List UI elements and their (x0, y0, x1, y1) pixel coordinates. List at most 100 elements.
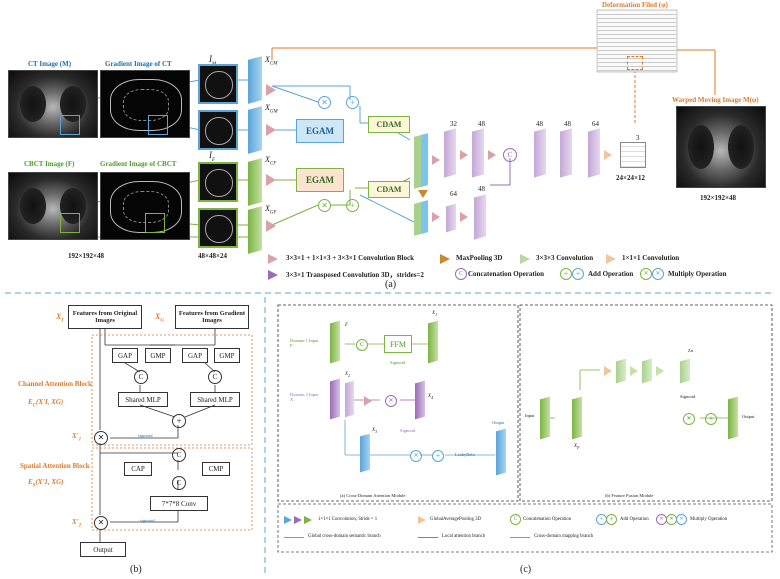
sigmoid-label-1: sigmoid (138, 433, 153, 438)
sub-caption-a: (a) Cross-Domain Attention Module (340, 493, 406, 498)
x-gm-label: XGM (265, 103, 278, 115)
legend-multiply-icon: ✕ (640, 268, 652, 280)
domain1-block (330, 320, 340, 364)
maxpool-arrow-icon (418, 190, 428, 198)
f-label: F (345, 323, 349, 328)
concat-icon: C (134, 370, 148, 384)
feature-block-gf (248, 206, 262, 254)
caption-b: (b) (130, 564, 142, 575)
add-icon: + (346, 199, 359, 212)
x3-label-c: X3 (372, 428, 378, 434)
grad-ct-roi-box (148, 115, 168, 135)
legend-conv111: 1×1×1 Convolution (622, 254, 680, 262)
channel-attention-title: Channel Attention Block (18, 380, 92, 388)
legend-transposed-icon (268, 270, 278, 280)
output-label-c: Output (492, 420, 505, 425)
cbct-image (8, 172, 98, 240)
sigmoid-label-2: sigmoid (140, 518, 155, 523)
shared-mlp-box-1: Shared MLP (118, 392, 168, 407)
patch-size-label: 48×48×24 (198, 252, 227, 260)
concat-icon: C (172, 448, 186, 462)
leakyrelu-label: LeakyRelu (455, 452, 475, 457)
output-box: Output (80, 542, 126, 557)
input-size-label: 192×192×48 (68, 252, 104, 260)
x-cm-label: XCM (265, 55, 278, 67)
feature-block-gm (248, 106, 262, 154)
legend-conv111-icon (606, 254, 616, 264)
multiply-icon: ✕ (385, 395, 397, 407)
arrow-icon (432, 155, 440, 165)
arrow-icon (460, 212, 468, 222)
caption-a: (a) (385, 279, 397, 290)
sub-caption-b: (b) Feature Fusion Module (605, 493, 654, 498)
grid-size-label: 24×24×12 (616, 174, 645, 182)
channel-48a-label: 48 (478, 120, 485, 128)
legend-c-gap: GlobalAveragePooling 3D (430, 517, 481, 522)
arrow-icon (460, 150, 468, 160)
caption-c: (c) (520, 564, 532, 575)
legend-maxpool: MaxPooling 3D (456, 254, 503, 262)
cap-box: CAP (124, 462, 152, 476)
decoder-block-64b (446, 203, 456, 233)
xf-block (572, 396, 582, 440)
x4-block (415, 380, 425, 420)
output-label-ffm: Output (742, 414, 755, 419)
gap-box-1: GAP (112, 348, 138, 363)
legend-multiply: Multiply Operation (668, 270, 727, 278)
pooled-feature-block (414, 200, 428, 236)
zn-label: Zn (688, 348, 693, 353)
arrow-icon (266, 124, 276, 136)
legend-add: Add Operation (588, 270, 634, 278)
egam-block-cbct: EGAM (296, 168, 344, 192)
gradient-ct-label: Gradient Image of CT (105, 60, 172, 68)
deformation-field (598, 11, 676, 71)
sigmoid-label-c1: Sigmoid (390, 360, 406, 365)
deformation-roi-box (627, 56, 643, 70)
spatial-attention-title: Spatial Attention Block (20, 462, 90, 470)
patch-grad-cbct (198, 208, 238, 248)
patch-ct (198, 64, 238, 104)
legend-c-local: Local attention branch (442, 534, 486, 539)
legend-conv-block-icon (268, 254, 278, 264)
multiply-icon: ✕ (94, 516, 108, 530)
arrow-icon (630, 366, 638, 376)
cbct-image-label: CBCT Image (F) (24, 160, 75, 168)
patch-grad-ct (198, 110, 238, 150)
legend-c-global: Global cross-domain semantic branch (308, 534, 381, 539)
if-label: IF (209, 150, 216, 163)
x-cf-label: XCF (265, 155, 277, 167)
channel-3-label: 3 (636, 134, 640, 142)
add-icon: + (432, 450, 444, 462)
channel-48c-label: 48 (564, 120, 571, 128)
ffm-box: FFM (384, 335, 412, 353)
channel-32-label: 32 (450, 120, 457, 128)
multiply-icon: ✕ (94, 431, 108, 445)
warped-image (676, 106, 766, 188)
concat-icon: C (503, 148, 517, 162)
ffm-block-3 (680, 358, 690, 384)
multiply-icon: ✕ (318, 199, 331, 212)
legend-c-conv: 1×1×1 Convolution, Stride = 1 (318, 517, 378, 522)
x1-label-c: X1 (432, 311, 438, 317)
legend-local-line (418, 537, 438, 538)
multiply-icon: ✕ (683, 413, 695, 425)
x3-block (360, 433, 370, 473)
gap-box-2: GAP (182, 348, 208, 363)
domain2-label: Domain 2 Input X (290, 392, 319, 403)
arrow-icon (488, 150, 496, 160)
add-icon: + (346, 96, 359, 109)
feature-block-cm (248, 56, 262, 104)
legend-c-mapping: Cross-domain mapping branch (534, 534, 594, 539)
legend-add-icon: + (572, 268, 584, 280)
concat-icon: C (208, 370, 222, 384)
arrow-icon (364, 396, 372, 406)
legend-gap-icon (418, 516, 426, 524)
ffm-input-block (540, 396, 550, 440)
decoder-block-48d (474, 194, 486, 240)
arrow-icon (432, 212, 440, 222)
legend-transposed: 3×3×1 Transposed Convolution 3D，strides=… (286, 271, 424, 279)
legend-concat-icon: C (510, 514, 521, 525)
ffm-block-1 (616, 358, 626, 384)
gradient-ct-image (100, 70, 190, 138)
output-block-c (496, 428, 506, 476)
